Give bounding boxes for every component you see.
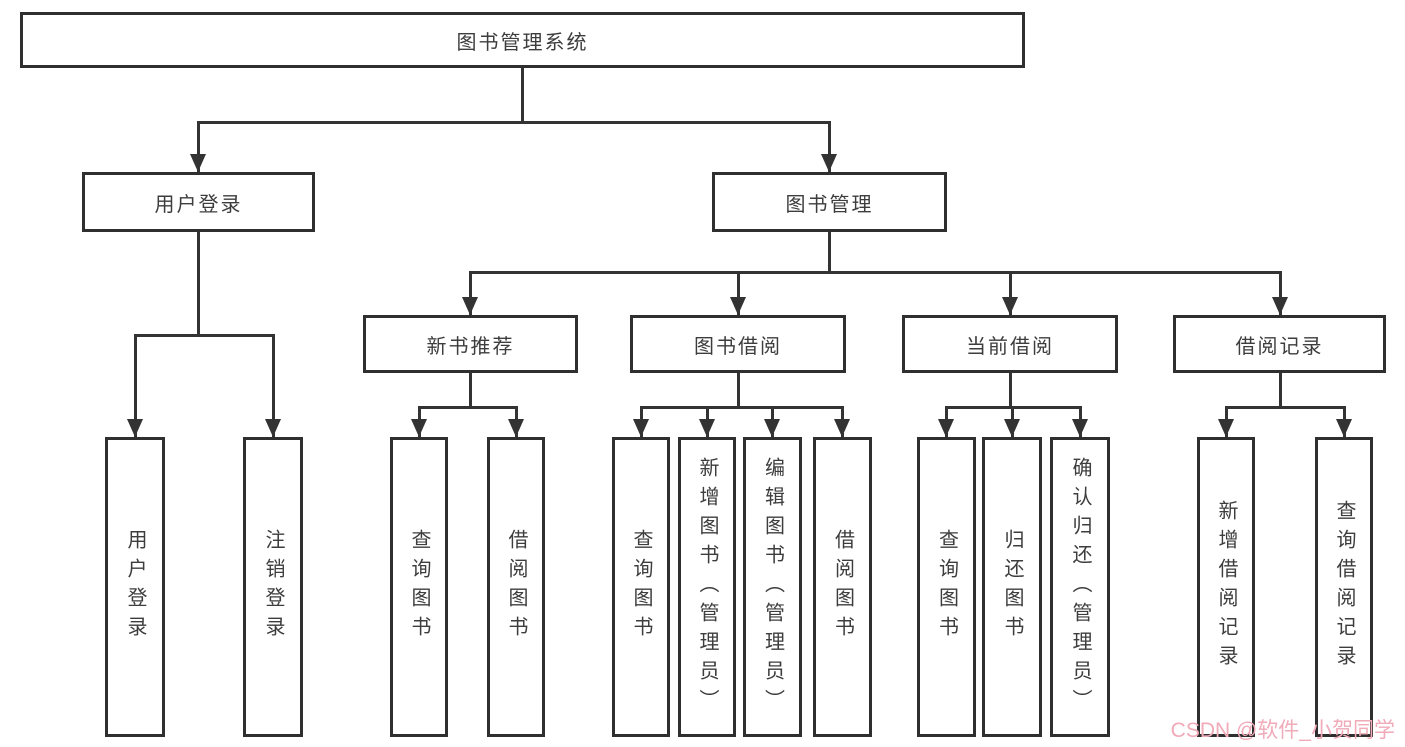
arrowhead-down-icon <box>699 419 715 437</box>
leaf-query-books-current: 查询图书 <box>917 437 976 737</box>
connector-vline <box>133 335 137 437</box>
connector-hline <box>417 405 518 409</box>
arrowhead-down-icon <box>1218 419 1234 437</box>
arrowhead-down-icon <box>127 419 143 437</box>
connector-vline <box>1008 272 1012 315</box>
node-label: 编辑图书（管理员） <box>761 456 784 718</box>
node-label: 查询借阅记录 <box>1333 500 1355 674</box>
node-label: 查询图书 <box>408 529 430 645</box>
leaf-borrow-books-borrowing: 借阅图书 <box>813 437 872 737</box>
connector-vline <box>520 68 524 122</box>
arrowhead-down-icon <box>730 297 746 315</box>
node-book-management: 图书管理 <box>712 172 947 232</box>
arrowhead-down-icon <box>1002 297 1018 315</box>
leaf-logout: 注销登录 <box>243 437 303 737</box>
node-borrowing-records: 借阅记录 <box>1173 315 1386 373</box>
node-label: 用户登录 <box>124 529 146 645</box>
leaf-edit-book-admin: 编辑图书（管理员） <box>743 437 802 737</box>
node-label: 归还图书 <box>1001 529 1023 645</box>
arrowhead-down-icon <box>1004 419 1020 437</box>
node-label: 用户登录 <box>154 193 243 216</box>
arrowhead-down-icon <box>764 419 780 437</box>
leaf-return-book: 归还图书 <box>982 437 1042 737</box>
arrowhead-down-icon <box>821 154 837 172</box>
leaf-add-borrow-record: 新增借阅记录 <box>1197 437 1255 737</box>
node-label: 新书推荐 <box>426 335 515 358</box>
connector-hline <box>944 405 1082 409</box>
connector-vline <box>1278 373 1282 407</box>
connector-vline <box>736 272 740 315</box>
leaf-query-books-borrowing: 查询图书 <box>612 437 670 737</box>
leaf-borrow-books-recommend: 借阅图书 <box>487 437 545 737</box>
node-label: 查询图书 <box>630 529 652 645</box>
node-library-system: 图书管理系统 <box>20 12 1025 68</box>
leaf-user-login: 用户登录 <box>105 437 165 737</box>
connector-hline <box>1224 405 1346 409</box>
connector-vline <box>827 232 831 272</box>
node-label: 借阅记录 <box>1235 335 1324 358</box>
arrowhead-down-icon <box>1336 419 1352 437</box>
connector-vline <box>827 122 831 172</box>
arrowhead-down-icon <box>190 154 206 172</box>
arrowhead-down-icon <box>834 419 850 437</box>
node-label: 借阅图书 <box>831 529 854 645</box>
connector-vline <box>271 335 275 437</box>
connector-hline <box>133 333 275 337</box>
arrowhead-down-icon <box>1272 297 1288 315</box>
node-label: 确认归还（管理员） <box>1069 456 1091 718</box>
connector-vline <box>736 373 740 407</box>
connector-vline <box>468 272 472 315</box>
node-label: 图书管理 <box>785 193 874 216</box>
leaf-confirm-return-admin: 确认归还（管理员） <box>1050 437 1110 737</box>
node-label: 图书管理系统 <box>456 31 589 54</box>
arrowhead-down-icon <box>462 297 478 315</box>
node-label: 新增借阅记录 <box>1215 500 1237 674</box>
connector-vline <box>1278 272 1282 315</box>
connector-vline <box>1008 373 1012 407</box>
connector-hline <box>468 270 1282 274</box>
node-user-login: 用户登录 <box>82 172 315 232</box>
arrowhead-down-icon <box>938 419 954 437</box>
connector-hline <box>196 120 831 124</box>
arrowhead-down-icon <box>265 419 281 437</box>
connector-vline <box>196 122 200 172</box>
node-label: 当前借阅 <box>966 335 1054 358</box>
connector-vline <box>196 232 200 335</box>
node-new-book-recommend: 新书推荐 <box>363 315 578 373</box>
node-label: 新增图书（管理员） <box>696 456 718 718</box>
watermark: CSDN @软件_小贺同学 <box>1170 719 1395 742</box>
arrowhead-down-icon <box>508 419 524 437</box>
node-label: 借阅图书 <box>505 529 527 645</box>
leaf-query-borrow-record: 查询借阅记录 <box>1315 437 1373 737</box>
node-book-borrowing: 图书借阅 <box>630 315 846 373</box>
arrowhead-down-icon <box>1072 419 1088 437</box>
leaf-add-book-admin: 新增图书（管理员） <box>678 437 736 737</box>
connector-vline <box>468 373 472 407</box>
node-label: 图书借阅 <box>694 335 782 358</box>
arrowhead-down-icon <box>633 419 649 437</box>
connector-hline <box>639 405 844 409</box>
leaf-query-books-recommend: 查询图书 <box>390 437 448 737</box>
node-label: 查询图书 <box>935 529 958 645</box>
node-current-borrowing: 当前借阅 <box>902 315 1118 373</box>
node-label: 注销登录 <box>262 529 284 645</box>
arrowhead-down-icon <box>411 419 427 437</box>
